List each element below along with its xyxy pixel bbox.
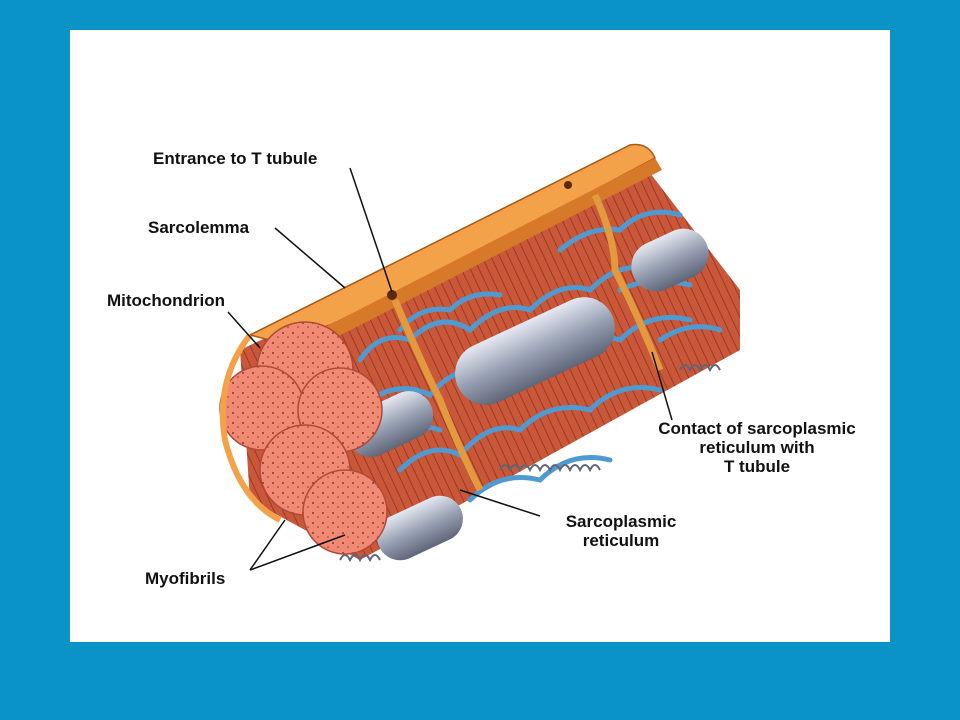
label-myofibrils: Myofibrils [145, 569, 225, 588]
leader-sarcoplasmic-reticulum [459, 489, 541, 517]
mitochondrion-large [455, 297, 615, 405]
label-t-tubule-entrance: Entrance to T tubule [153, 149, 317, 168]
label-sarcolemma: Sarcolemma [148, 218, 250, 237]
leader-t-tubule-entrance [349, 167, 393, 293]
label-contact-line2: reticulum with [699, 438, 814, 457]
leader-contact [651, 351, 673, 421]
t-tubules [391, 193, 664, 492]
mitochondria [339, 228, 721, 563]
t-tubule-opening [387, 290, 397, 300]
label-contact-line3: T tubule [724, 457, 790, 476]
leader-myofibrils-1 [249, 519, 286, 571]
sarcolemma-edge [219, 333, 282, 523]
leader-lines [227, 167, 673, 571]
label-sr-line2: reticulum [583, 531, 660, 550]
leader-sarcolemma [274, 227, 346, 289]
mitochondrion-lower [377, 495, 463, 561]
myofibril [302, 469, 388, 555]
leader-mitochondrion [227, 311, 261, 349]
label-mitochondrion: Mitochondrion [107, 291, 225, 310]
label-contact-line1: Contact of sarcoplasmic [658, 419, 855, 438]
labels: Entrance to T tubule Sarcolemma Mitochon… [107, 149, 856, 588]
mitochondrion-upper [631, 228, 709, 292]
leader-myofibrils-2 [249, 534, 346, 571]
myofibril-cross-sections [219, 321, 388, 555]
mitochondria-folds [499, 464, 601, 473]
label-sr-line1: Sarcoplasmic [566, 512, 677, 531]
